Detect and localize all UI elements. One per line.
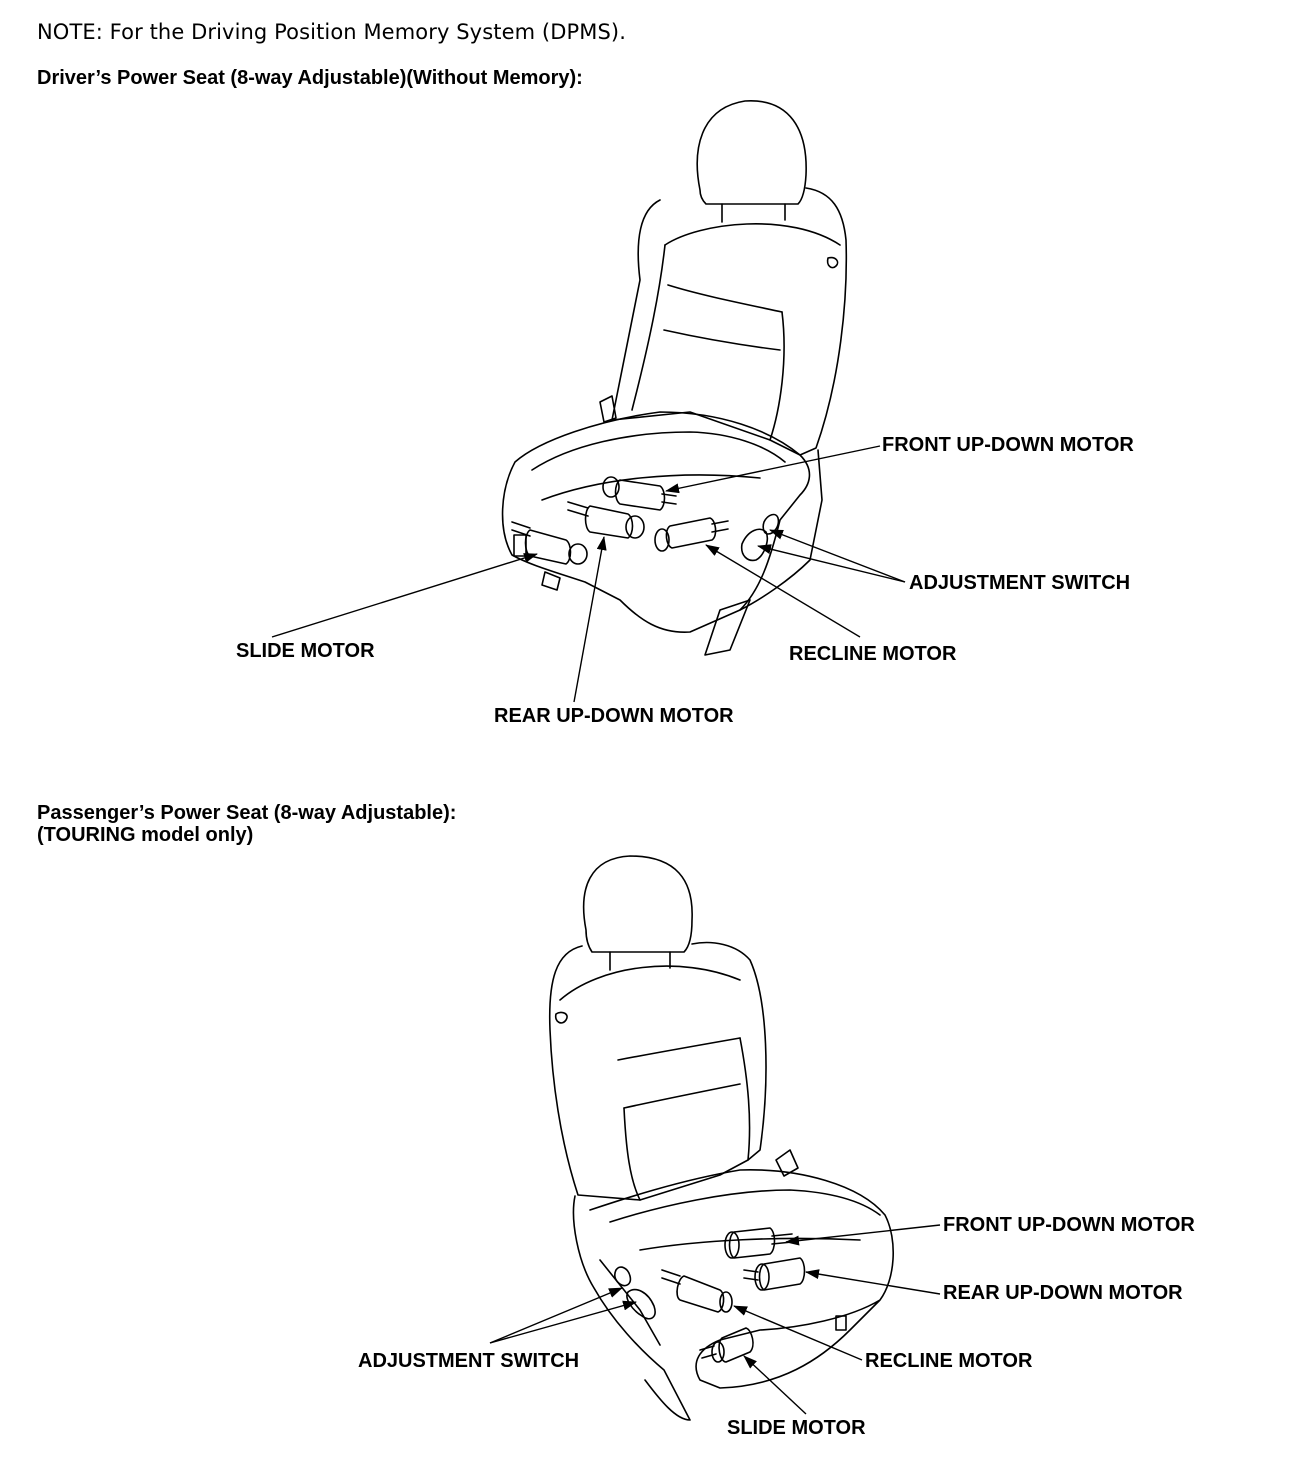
- passenger-seat-heading-line2: (TOURING model only): [37, 824, 254, 846]
- passenger-backrest: [548, 941, 767, 1201]
- passenger-rear-up-down-motor-label: REAR UP-DOWN MOTOR: [943, 1282, 1183, 1304]
- passenger-headrest: [582, 855, 693, 953]
- passenger-slide-motor-label: SLIDE MOTOR: [727, 1417, 866, 1439]
- driver-leader-lines: [271, 445, 906, 703]
- passenger-rear-up-down-motor: [743, 1257, 806, 1291]
- driver-front-up-down-motor: [602, 476, 677, 511]
- passenger-adjustment-switch-label: ADJUSTMENT SWITCH: [358, 1350, 580, 1372]
- passenger-seat-heading: Passenger’s Power Seat (8-way Adjustable…: [37, 802, 456, 846]
- driver-slide-motor: [511, 521, 588, 565]
- passenger-seat-illustration: [548, 855, 894, 1421]
- passenger-cushion: [589, 1169, 894, 1389]
- driver-backrest: [611, 187, 848, 456]
- driver-rear-up-down-motor: [567, 501, 645, 539]
- passenger-seat-heading-line1: Passenger’s Power Seat (8-way Adjustable…: [37, 802, 457, 824]
- driver-rear-up-down-motor-label: REAR UP-DOWN MOTOR: [494, 705, 734, 727]
- note-text: NOTE: For the Driving Position Memory Sy…: [37, 20, 626, 44]
- driver-recline-motor: [654, 517, 729, 552]
- passenger-recline-motor: [661, 1269, 733, 1313]
- passenger-adjustment-switch: [626, 1288, 656, 1320]
- driver-adjustment-switch: [740, 528, 769, 562]
- passenger-front-up-down-motor: [724, 1227, 793, 1259]
- driver-adjustment-switch-label: ADJUSTMENT SWITCH: [909, 572, 1131, 594]
- driver-front-up-down-motor-label: FRONT UP-DOWN MOTOR: [882, 434, 1134, 456]
- driver-seat-heading: Driver’s Power Seat (8-way Adjustable)(W…: [37, 67, 583, 89]
- passenger-leader-lines: [489, 1224, 941, 1415]
- passenger-slide-motor: [699, 1327, 754, 1363]
- driver-headrest: [696, 100, 807, 205]
- driver-recline-motor-label: RECLINE MOTOR: [789, 643, 957, 665]
- passenger-recline-motor-label: RECLINE MOTOR: [865, 1350, 1033, 1372]
- driver-slide-motor-label: SLIDE MOTOR: [236, 640, 375, 662]
- driver-seat-illustration: [501, 100, 848, 656]
- passenger-front-up-down-motor-label: FRONT UP-DOWN MOTOR: [943, 1214, 1195, 1236]
